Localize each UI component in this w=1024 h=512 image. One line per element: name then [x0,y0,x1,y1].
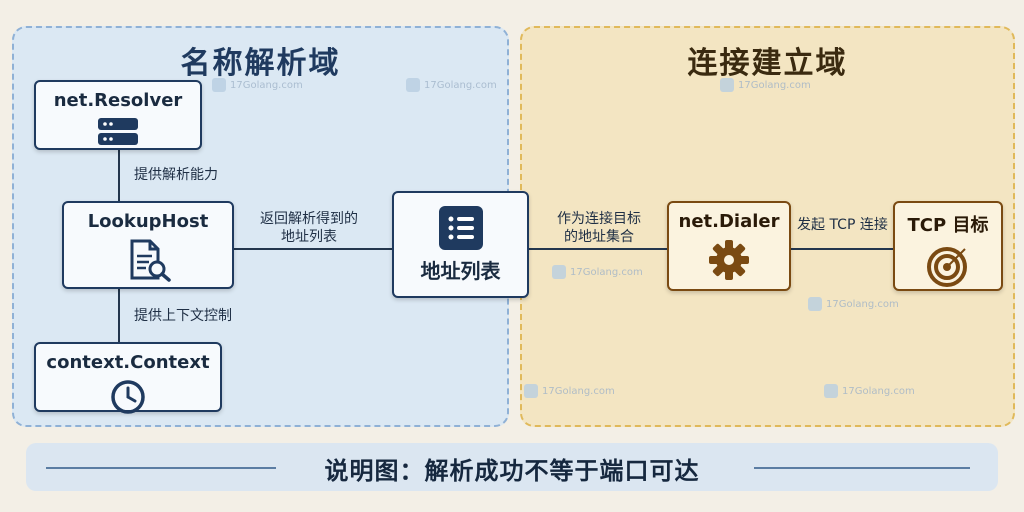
watermark: 17Golang.com [406,78,497,92]
node-title: net.Resolver [53,90,183,111]
edge-resolver-lookup [118,150,120,201]
watermark-logo-icon [824,384,838,398]
edge-label-dialer-tcp: 发起 TCP 连接 [797,217,888,233]
node-lookuphost: LookupHost [62,201,234,289]
node-net-resolver: net.Resolver [34,80,202,150]
watermark-logo-icon [552,265,566,279]
document-search-icon [130,239,171,282]
watermark: 17Golang.com [824,384,915,398]
clock-icon [111,380,145,414]
watermark-logo-icon [406,78,420,92]
edge-label-context: 提供上下文控制 [134,308,232,324]
watermark-logo-icon [524,384,538,398]
watermark: 17Golang.com [212,78,303,92]
edge-label-resolver: 提供解析能力 [134,167,218,183]
watermark: 17Golang.com [524,384,615,398]
watermark: 17Golang.com [720,78,811,92]
node-title: 地址列表 [420,259,501,283]
watermark-logo-icon [212,78,226,92]
footer-title: 说明图：解析成功不等于端口可达 [324,457,700,485]
server-icon [98,118,138,145]
footer-divider-right [754,467,970,469]
node-title: TCP 目标 [907,215,989,236]
footer-divider-left [46,467,276,469]
edge-label-lookup-list: 返回解析得到的 地址列表 [260,211,358,245]
watermark: 17Golang.com [808,297,899,311]
node-context: context.Context [34,342,222,414]
edge-dialer-tcp [791,248,893,250]
node-tcp-target: TCP 目标 [893,201,1003,291]
right-region-title: 连接建立域 [687,46,848,81]
target-icon [927,247,967,287]
watermark-logo-icon [720,78,734,92]
node-address-list: 地址列表 [392,191,529,298]
node-title: net.Dialer [678,211,780,232]
node-title: context.Context [46,352,210,373]
watermark: 17Golang.com [552,265,643,279]
watermark-logo-icon [808,297,822,311]
node-net-dialer: net.Dialer [667,201,791,291]
node-title: LookupHost [87,211,209,232]
edge-lookup-list [234,248,392,250]
gear-icon [709,240,749,280]
edge-label-list-dialer: 作为连接目标 的地址集合 [557,211,641,245]
list-icon [438,206,483,250]
left-region-title: 名称解析域 [180,46,341,81]
edge-context-lookup [118,289,120,342]
footer-banner: 说明图：解析成功不等于端口可达 [26,443,998,491]
edge-list-dialer [529,248,667,250]
